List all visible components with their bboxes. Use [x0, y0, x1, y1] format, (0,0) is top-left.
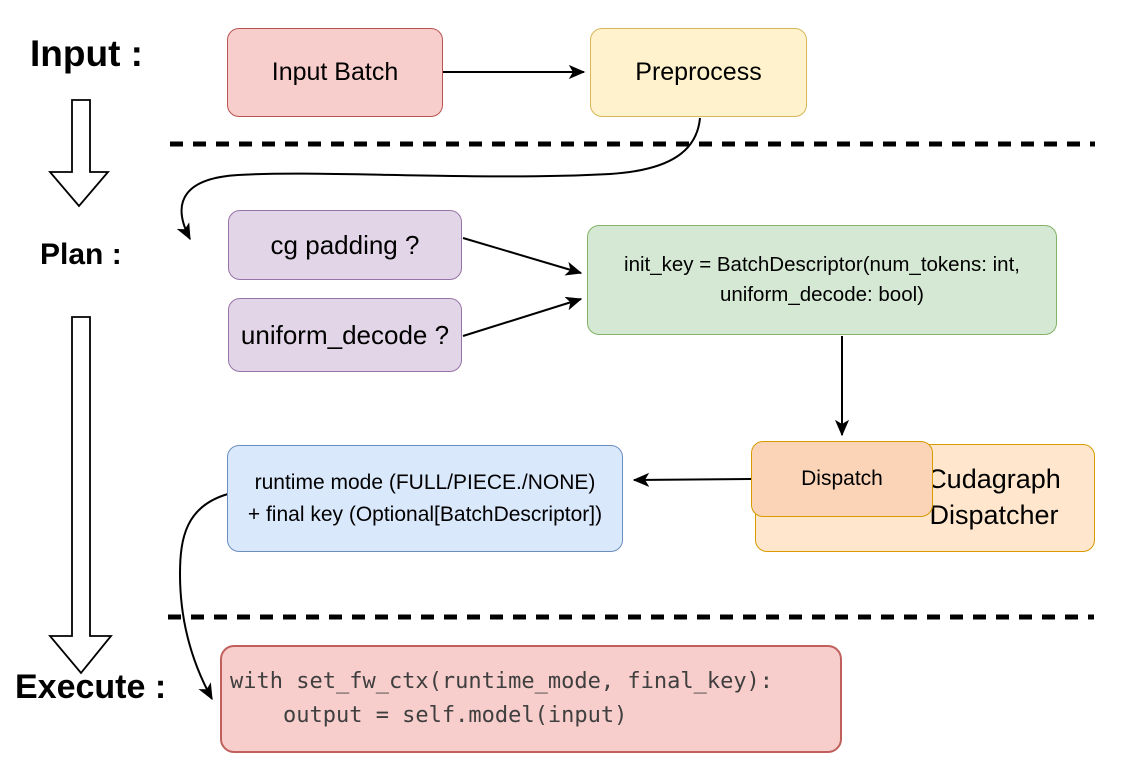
node-input-batch: Input Batch — [227, 28, 443, 117]
node-cudagraph-dispatcher-label: Cudagraph Dispatcher — [914, 462, 1074, 533]
node-cudagraph-line1: Cudagraph — [927, 464, 1061, 495]
node-runtime-mode-final-key: runtime mode (FULL/PIECE./NONE) + final … — [227, 445, 623, 552]
node-runtime-mode-line2: + final key (Optional[BatchDescriptor]) — [247, 502, 603, 526]
node-uniform-decode: uniform_decode ? — [228, 298, 462, 372]
node-init-key-line2: uniform_decode: bool) — [720, 283, 924, 306]
execute-code-line2: output = self.model(input) — [230, 703, 628, 728]
node-init-key-line1: init_key = BatchDescriptor(num_tokens: i… — [624, 253, 1020, 277]
node-cudagraph-line2: Dispatcher — [929, 500, 1059, 530]
node-cg-padding: cg padding ? — [228, 210, 462, 280]
node-preprocess-label: Preprocess — [635, 58, 762, 86]
flow-arrow-input-to-plan-icon — [48, 99, 110, 208]
connector-uniform-decode-to-init-key — [462, 299, 581, 337]
stage-label-execute: Execute : — [15, 668, 167, 706]
node-execute-code-block: with set_fw_ctx(runtime_mode, final_key)… — [220, 645, 842, 753]
flow-arrow-plan-to-execute-icon — [48, 316, 113, 675]
node-input-batch-label: Input Batch — [271, 58, 399, 86]
node-dispatch-label: Dispatch — [801, 467, 883, 490]
node-init-key-batch-descriptor: init_key = BatchDescriptor(num_tokens: i… — [587, 225, 1057, 335]
stage-label-input: Input : — [30, 33, 144, 74]
execute-code-line1: with set_fw_ctx(runtime_mode, final_key)… — [230, 668, 774, 694]
connector-dispatch-to-runtime-mode — [634, 479, 752, 480]
stage-label-plan: Plan : — [40, 238, 122, 271]
node-cg-padding-label: cg padding ? — [270, 229, 420, 260]
node-runtime-mode-line1: runtime mode (FULL/PIECE./NONE) — [254, 471, 596, 494]
node-dispatch: Dispatch — [751, 441, 933, 517]
node-uniform-decode-label: uniform_decode ? — [240, 319, 450, 350]
node-preprocess: Preprocess — [590, 28, 807, 117]
connector-cg-padding-to-init-key — [462, 237, 581, 273]
